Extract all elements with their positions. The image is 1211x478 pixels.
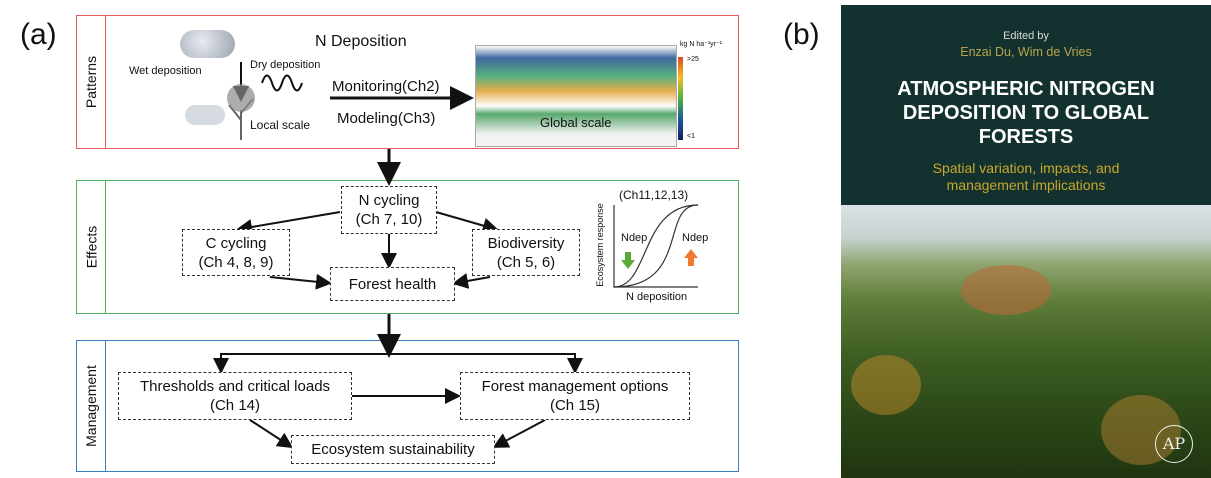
wet-deposition-label: Wet deposition <box>129 65 202 77</box>
book-subtitle: Spatial variation, impacts, and manageme… <box>841 160 1211 194</box>
forest-canopy-image <box>841 205 1211 478</box>
dry-deposition-label: Dry deposition <box>250 59 321 71</box>
node-chapters: (Ch 15) <box>549 397 601 414</box>
forest-health-node: Forest health <box>330 267 455 301</box>
legend-max: >25 <box>687 56 699 63</box>
legend-min: <1 <box>687 133 695 140</box>
n-cycling-node: N cycling (Ch 7, 10) <box>341 186 437 234</box>
graph-xlabel: N deposition <box>626 291 688 303</box>
edited-by: Edited by <box>1003 30 1049 42</box>
cloud-icon <box>180 30 235 58</box>
monitoring-label: Monitoring(Ch2) <box>332 78 440 95</box>
book-title: ATMOSPHERIC NITROGEN DEPOSITION TO GLOBA… <box>841 77 1211 149</box>
graph-left-label: Ndep <box>621 232 648 244</box>
world-map <box>475 45 677 147</box>
node-title: Forest management options <box>481 378 669 395</box>
book-cover: Edited by Enzai Du, Wim de Vries ATMOSPH… <box>841 5 1211 478</box>
response-graph <box>613 204 699 288</box>
management-section: Management <box>76 340 739 472</box>
subtitle-line: Spatial variation, impacts, and <box>932 160 1120 176</box>
local-scale-label: Local scale <box>250 118 311 132</box>
legend-unit: kg N ha⁻¹yr⁻¹ <box>680 41 723 48</box>
node-title: Thresholds and critical loads <box>139 378 331 395</box>
c-cycling-node: C cycling(Ch 4, 8, 9) <box>182 229 290 276</box>
forest-management-node: Forest management options (Ch 15) <box>460 372 690 420</box>
graph-title: (Ch11,12,13) <box>619 188 689 202</box>
panel-b-label: (b) <box>783 18 820 51</box>
node-title: C cycling <box>205 234 267 252</box>
publisher-logo: AP <box>1155 425 1193 463</box>
graph-right-label: Ndep <box>682 232 709 244</box>
node-chapters: (Ch 4, 8, 9) <box>198 253 274 271</box>
node-chapters: (Ch 7, 10) <box>355 211 423 228</box>
node-chapters: (Ch 14) <box>209 397 261 414</box>
legend-colorbar <box>678 57 683 140</box>
node-chapters: (Ch 5, 6) <box>496 253 556 271</box>
title-line: ATMOSPHERIC NITROGEN <box>897 78 1155 100</box>
up-arrow-icon <box>684 249 698 266</box>
cloud-icon <box>185 105 225 125</box>
dry-wave <box>261 74 303 92</box>
arrows-layer <box>213 62 699 449</box>
down-arrow-icon <box>621 252 635 269</box>
modeling-label: Modeling(Ch3) <box>337 110 436 127</box>
tree-canopy-icon <box>227 84 255 112</box>
global-scale-label: Global scale <box>540 115 612 130</box>
biodiversity-node: Biodiversity(Ch 5, 6) <box>472 229 580 276</box>
node-title: Biodiversity <box>487 234 565 252</box>
n-deposition-title: N Deposition <box>315 33 407 50</box>
subtitle-line: management implications <box>946 177 1106 193</box>
title-line: FORESTS <box>978 126 1074 148</box>
title-line: DEPOSITION TO GLOBAL <box>902 102 1150 124</box>
sustainability-node: Ecosystem sustainability <box>291 435 495 464</box>
node-title: Ecosystem sustainability <box>311 441 475 458</box>
node-title: N cycling <box>358 192 420 209</box>
graph-ylabel: Ecosystem response <box>594 203 605 287</box>
patterns-section: Patterns <box>76 15 739 149</box>
publisher-logo-text: AP <box>1162 434 1186 453</box>
thresholds-node: Thresholds and critical loads (Ch 14) <box>118 372 352 420</box>
editors: Enzai Du, Wim de Vries <box>960 45 1092 59</box>
panel-a-label: (a) <box>20 18 57 51</box>
effects-section: Effects <box>76 180 739 314</box>
node-title: Forest health <box>348 275 437 293</box>
